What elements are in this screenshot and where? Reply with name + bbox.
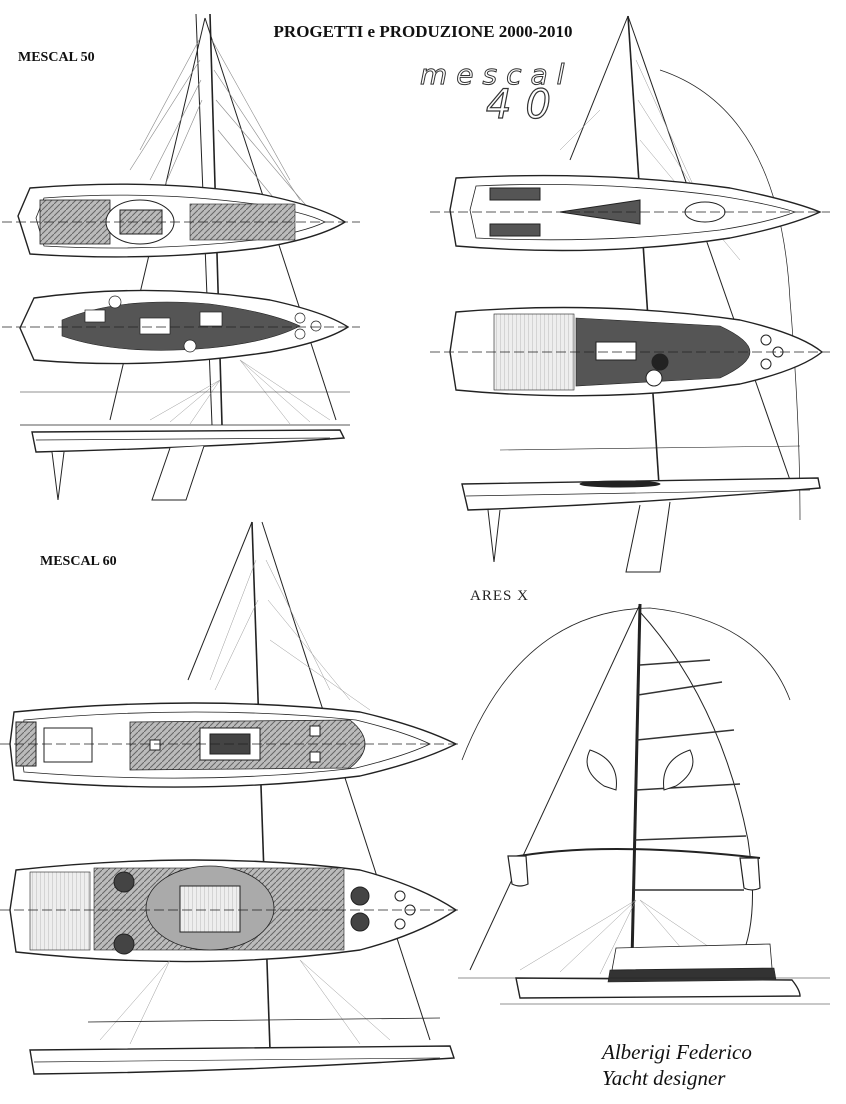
mescal-40-drawing <box>430 15 830 573</box>
signature-role: Yacht designer <box>602 1066 726 1090</box>
label-ares-x: ARES X <box>470 588 529 604</box>
label-mescal-60: MESCAL 60 <box>40 554 117 569</box>
mescal-60-drawing <box>0 521 460 1075</box>
signature-name: Alberigi Federico <box>602 1040 752 1064</box>
ares-x-drawing <box>458 603 830 1005</box>
label-mescal-50: MESCAL 50 <box>18 50 95 65</box>
label-mescal-40-logo: mescal <box>420 58 574 92</box>
mescal-50-drawing <box>2 13 360 501</box>
label-mescal-40-number: 40 <box>485 81 565 128</box>
sheet-title: PROGETTI e PRODUZIONE 2000-2010 <box>273 22 573 41</box>
